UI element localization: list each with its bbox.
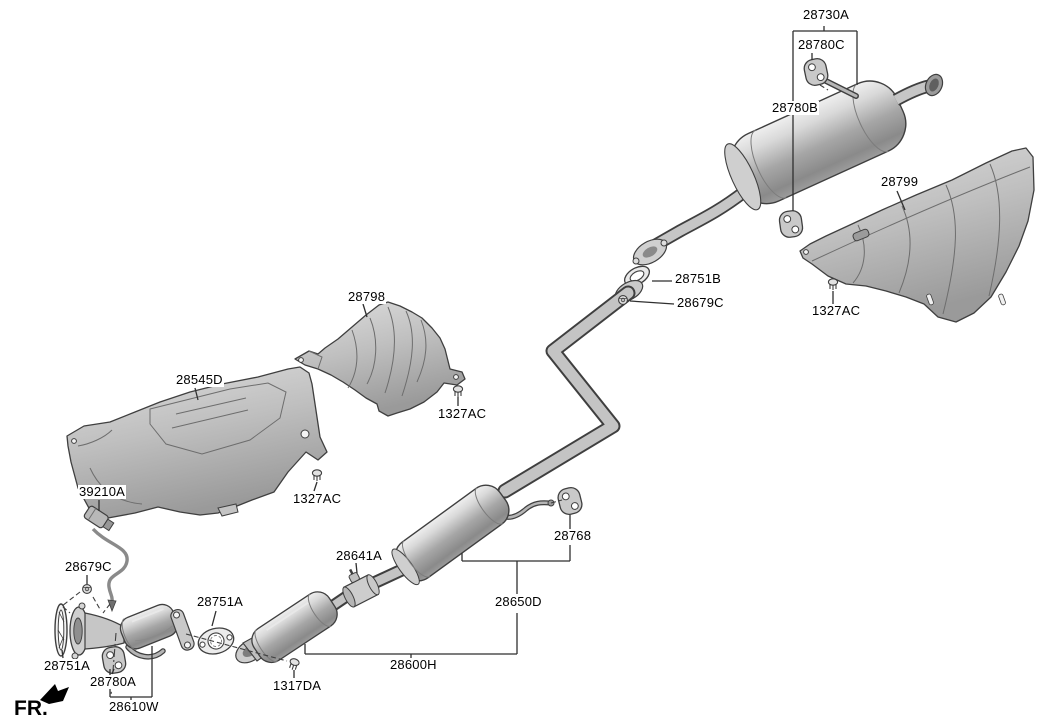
- part-label-28798: 28798: [347, 289, 387, 304]
- hanger-lower-rear-drawing: [777, 208, 805, 240]
- heat-shield-center-drawing: [294, 301, 466, 417]
- part-label-1327AC-front: 1327AC: [292, 491, 343, 506]
- part-label-28768: 28768: [553, 528, 593, 543]
- front-pipe-drawing: [54, 602, 195, 660]
- part-label-28751A-front: 28751A: [43, 658, 92, 673]
- rear-muffler-drawing: [632, 73, 944, 266]
- part-label-1327AC-rear: 1327AC: [811, 303, 862, 318]
- part-label-28799: 28799: [880, 174, 920, 189]
- part-label-28679C-front: 28679C: [64, 559, 113, 574]
- assembly-dashed-lines: [61, 84, 829, 662]
- nut-rear-drawing: [618, 295, 628, 305]
- part-label-28600H: 28600H: [389, 657, 438, 672]
- oxygen-sensor-drawing: [83, 505, 129, 613]
- part-label-28679C-rear: 28679C: [676, 295, 725, 310]
- part-label-1327AC-center: 1327AC: [437, 406, 488, 421]
- part-label-28545D: 28545D: [175, 372, 224, 387]
- part-label-28780A: 28780A: [89, 674, 138, 689]
- part-label-28610W: 28610W: [108, 699, 160, 714]
- center-gasket-drawing: [197, 627, 235, 655]
- part-label-28650D: 28650D: [494, 594, 543, 609]
- part-label-28751A-center: 28751A: [196, 594, 245, 609]
- part-label-28780C: 28780C: [797, 37, 846, 52]
- part-label-28641A: 28641A: [335, 548, 384, 563]
- part-label-39210A: 39210A: [78, 484, 127, 499]
- bolt-center-flange-drawing: [287, 657, 301, 672]
- bolt-rear-shield-drawing: [827, 278, 839, 291]
- part-label-28751B: 28751B: [674, 271, 723, 286]
- center-pipe-drawing: [235, 584, 362, 664]
- part-label-1317DA: 1317DA: [272, 678, 323, 693]
- center-muffler-drawing: [341, 279, 644, 602]
- fr-direction-label: FR.: [14, 697, 48, 720]
- part-label-28730A: 28730A: [802, 7, 851, 22]
- part-label-28780B: 28780B: [771, 100, 820, 115]
- hanger-upper-rear-drawing: [801, 56, 831, 88]
- bolt-center-shield-drawing: [452, 385, 464, 398]
- bolt-front-shield-drawing: [311, 469, 323, 482]
- fr-direction-arrow-icon: [40, 684, 69, 704]
- clamp-drawing: [342, 568, 380, 608]
- heat-shield-rear-drawing: [799, 147, 1035, 323]
- nut-front-drawing: [82, 584, 92, 594]
